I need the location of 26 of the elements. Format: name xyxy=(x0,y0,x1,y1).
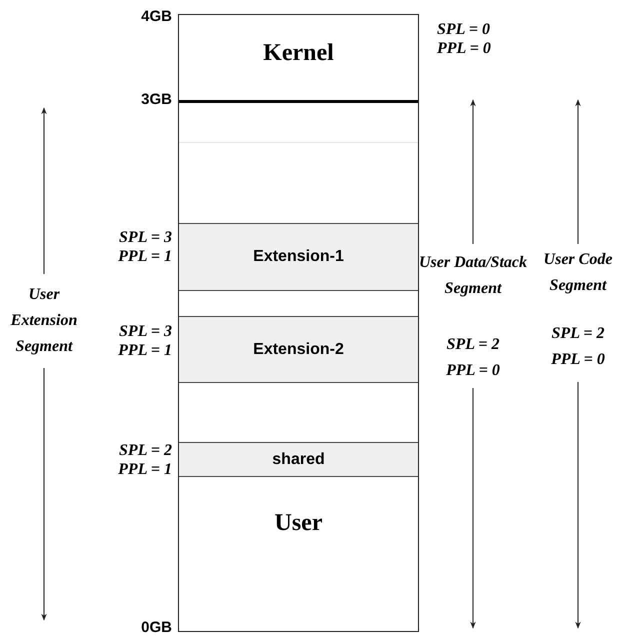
memory-region xyxy=(179,223,418,291)
address-label: 3GB xyxy=(140,91,172,109)
memory-region xyxy=(179,442,418,477)
segment-label: PPL = 0 xyxy=(445,361,501,381)
region-label: Extension-1 xyxy=(253,247,344,267)
privilege-level: PPL = 0 xyxy=(437,39,491,58)
privilege-level: SPL = 0 xyxy=(437,20,490,39)
memory-region xyxy=(179,316,418,383)
segment-label: PPL = 0 xyxy=(550,350,606,370)
region-label: Extension-2 xyxy=(253,340,344,360)
address-label: 0GB xyxy=(140,619,172,637)
privilege-level: SPL = 3 xyxy=(119,322,172,341)
segment-label: User Code Segment xyxy=(543,250,613,296)
region-label: shared xyxy=(272,450,325,470)
privilege-level: PPL = 1 xyxy=(118,460,172,479)
region-label: Kernel xyxy=(263,39,334,68)
privilege-level: PPL = 1 xyxy=(118,341,172,360)
segment-label: User Data/Stack Segment xyxy=(418,253,528,299)
privilege-level: SPL = 2 xyxy=(119,441,172,460)
segment-label: SPL = 2 xyxy=(550,324,606,344)
segment-label: User Extension Segment xyxy=(10,285,78,357)
privilege-level: SPL = 3 xyxy=(119,228,172,247)
address-label: 4GB xyxy=(140,8,172,26)
privilege-level: PPL = 1 xyxy=(118,247,172,266)
segment-label: SPL = 2 xyxy=(446,335,500,355)
region-label: User xyxy=(274,509,322,538)
